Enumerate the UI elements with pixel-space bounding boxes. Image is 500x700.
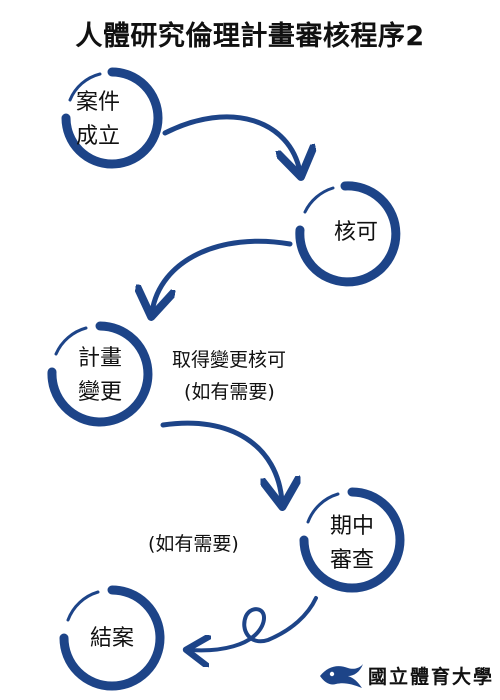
node-closure: 結案	[72, 622, 152, 656]
ring-plan-change	[47, 321, 153, 427]
arrow-approved-to-change	[152, 238, 293, 312]
node-approved: 核可	[316, 216, 396, 250]
note-line: (如有需要)	[148, 533, 239, 555]
node-label-line: 期中	[329, 514, 374, 539]
page-title: 人體研究倫理計畫審核程序2	[75, 21, 425, 52]
arrow-case-to-approved	[162, 114, 300, 172]
node-label-line: 審查	[329, 548, 374, 573]
node-label-line: 結案	[89, 626, 134, 651]
node-label-line: 成立	[75, 124, 120, 149]
node-label-line: 核可	[333, 220, 378, 245]
arrow-midterm-to-closure	[190, 596, 318, 650]
note-line: 取得變更核可	[172, 349, 287, 371]
node-midterm-review: 期中 審查	[312, 510, 392, 578]
ring-midterm-review	[299, 487, 405, 593]
arrow-change-to-midterm	[160, 420, 282, 502]
node-label-line: 計畫	[77, 346, 122, 371]
change-approval-note: 取得變更核可 (如有需要)	[172, 344, 286, 408]
university-logo: 國立體育大學	[318, 656, 498, 696]
node-plan-change: 計畫 變更	[60, 342, 140, 410]
note-line: (如有需要)	[184, 381, 275, 403]
logo-text: 國立體育大學	[368, 666, 495, 688]
flying-figure-logo-icon	[320, 664, 363, 688]
ring-closure	[59, 585, 165, 691]
ring-case-established	[61, 67, 163, 169]
node-label-line: 變更	[77, 380, 122, 405]
node-case-established: 案件 成立	[58, 86, 138, 154]
node-label-line: 案件	[75, 90, 120, 115]
ring-approved	[295, 181, 401, 287]
midterm-note: (如有需要)	[148, 528, 239, 560]
